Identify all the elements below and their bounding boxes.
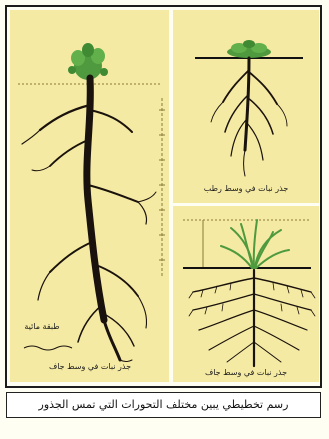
grass-tuft [227, 40, 271, 58]
bottom-right-caption: جذر نبات في وسط جاف [183, 368, 309, 377]
shallow-root-illustration [173, 10, 319, 203]
top-right-caption: جذر نبات في وسط رطب [183, 184, 309, 193]
spreading-root [211, 58, 287, 176]
taproot [22, 78, 156, 362]
water-layer-marker [24, 346, 72, 350]
fibrous-roots [189, 270, 315, 366]
figure-caption: رسم تخطيطي يبين مختلف التحورات التي تمس … [6, 392, 321, 418]
panel-dry-fibrous-root: جذر نبات في وسط جاف [173, 206, 319, 382]
shrub-foliage [68, 43, 108, 80]
fibrous-root-illustration [173, 206, 319, 382]
depth-scale-ticks [159, 110, 165, 260]
panel-wet-shallow-root: جذر نبات في وسط رطب [173, 10, 319, 203]
grass-blades [221, 220, 289, 268]
left-panel-caption: جذر نبات في وسط جاف [30, 362, 150, 371]
panel-dry-deep-root: طبقة مائية جذر نبات في وسط جاف [10, 10, 169, 382]
water-layer-label: طبقة مائية [12, 322, 72, 331]
